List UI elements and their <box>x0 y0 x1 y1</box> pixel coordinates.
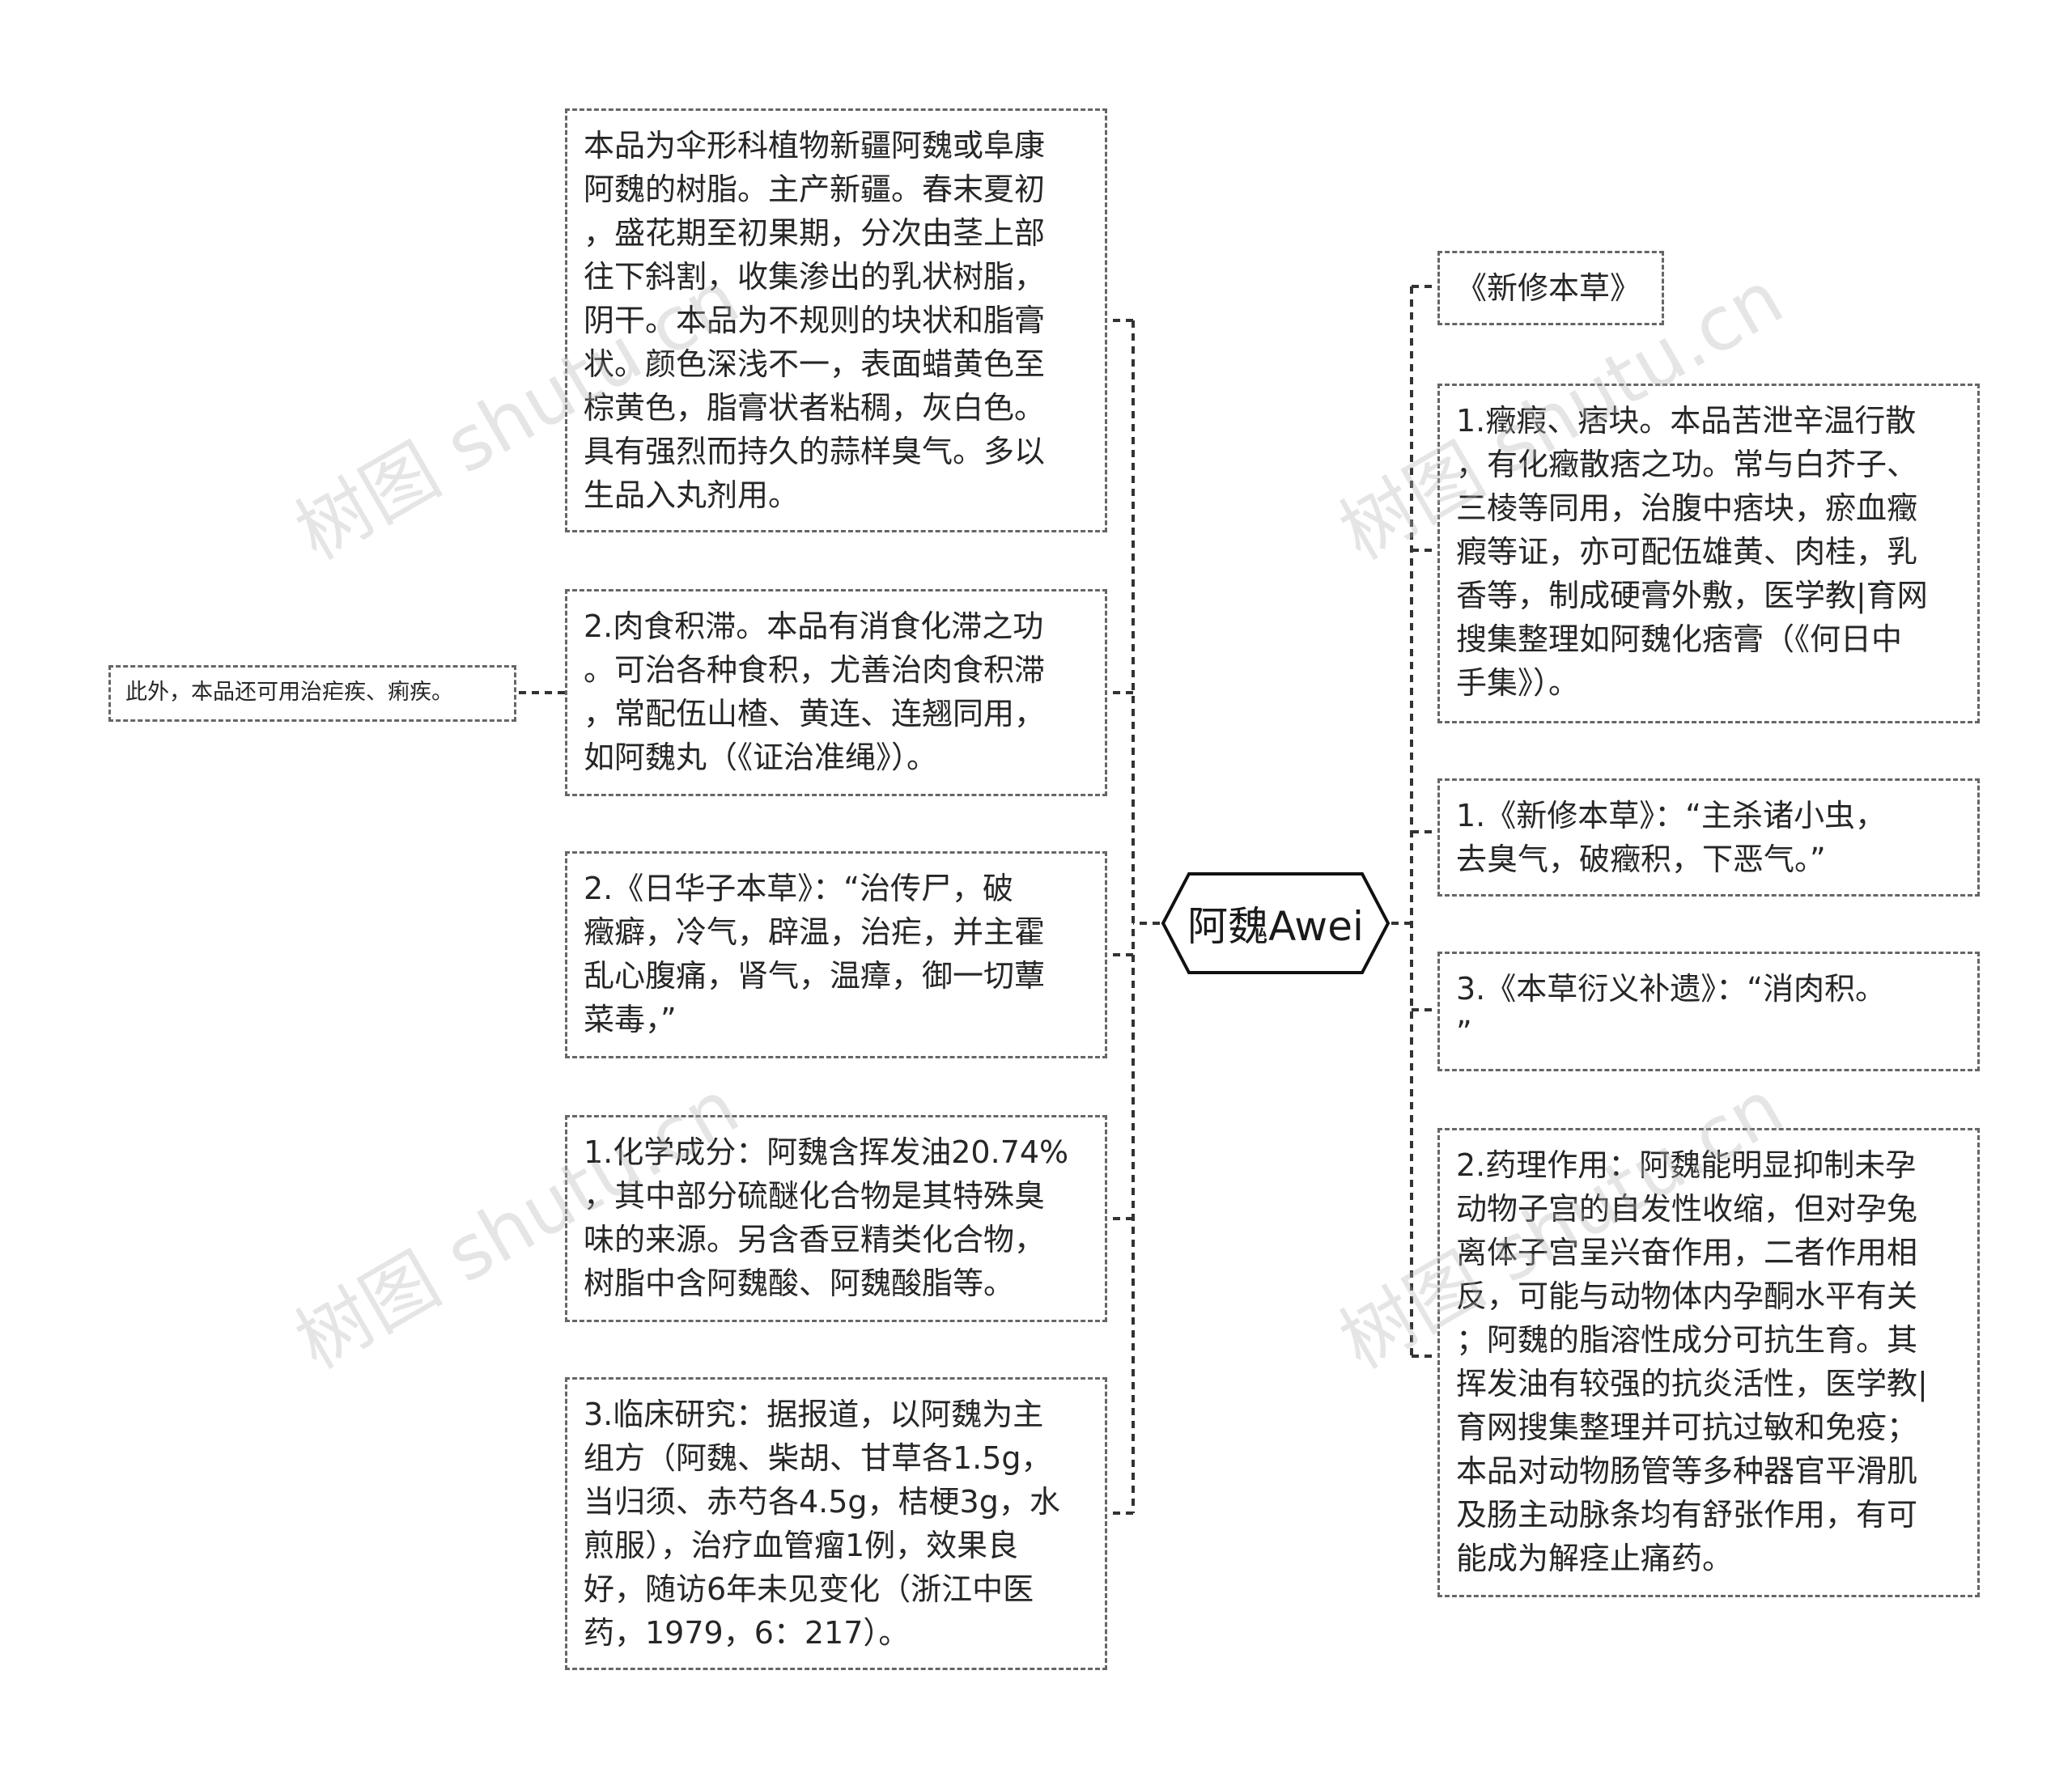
left-node-1[interactable]: 本品为伞形科植物新疆阿魏或阜康 阿魏的树脂。主产新疆。春末夏初 ，盛花期至初果期… <box>565 108 1107 532</box>
left-trunk-line <box>1132 320 1160 1513</box>
central-hexagon-shape <box>1161 872 1391 974</box>
central-topic-label: 阿魏Awei <box>1187 903 1364 950</box>
left-child-node[interactable]: 此外，本品还可用治疟疾、痢疾。 <box>108 665 516 722</box>
left-node-4[interactable]: 1.化学成分：阿魏含挥发油20.74% ，其中部分硫醚化合物是其特殊臭 味的来源… <box>565 1115 1107 1322</box>
right-trunk-line <box>1391 286 1413 1356</box>
right-node-2[interactable]: 1.癥瘕、痞块。本品苦泄辛温行散 ，有化癥散痞之功。常与白芥子、 三棱等同用，治… <box>1437 384 1980 723</box>
left-node-3[interactable]: 2.《日华子本草》：“治传尸，破 癥癖，冷气，辟温，治疟，并主霍 乱心腹痛，肾气… <box>565 851 1107 1058</box>
left-node-5[interactable]: 3.临床研究：据报道，以阿魏为主 组方（阿魏、柴胡、甘草各1.5g， 当归须、赤… <box>565 1377 1107 1670</box>
right-node-3[interactable]: 1.《新修本草》：“主杀诸小虫， 去臭气，破癥积，下恶气。” <box>1437 778 1980 897</box>
right-node-5[interactable]: 2.药理作用：阿魏能明显抑制未孕 动物子宫的自发性收缩，但对孕兔 离体子宫呈兴奋… <box>1437 1128 1980 1597</box>
left-node-2[interactable]: 2.肉食积滞。本品有消食化滞之功 。可治各种食积，尤善治肉食积滞 ，常配伍山楂、… <box>565 589 1107 796</box>
central-topic[interactable]: 阿魏Awei <box>1160 871 1391 976</box>
right-node-1[interactable]: 《新修本草》 <box>1437 251 1664 325</box>
right-node-4[interactable]: 3.《本草衍义补遗》：“消肉积。 ” <box>1437 952 1980 1071</box>
